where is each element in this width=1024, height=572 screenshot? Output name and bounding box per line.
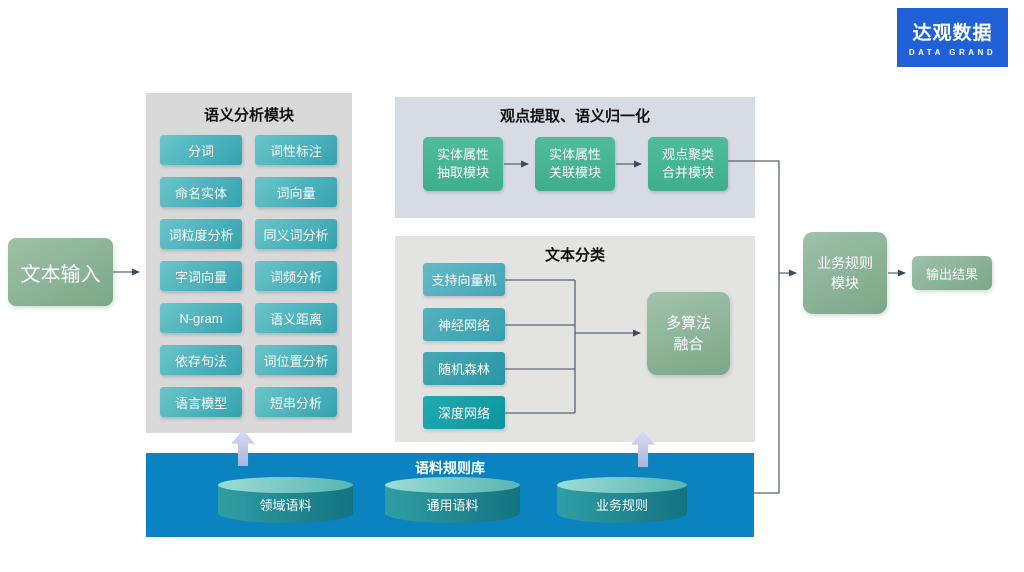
cylinder-top [385,477,520,493]
semantic-item: 语义距离 [255,303,337,333]
semantic-item: 命名实体 [160,177,242,207]
corpus-cylinder-business-rules: 业务规则 [557,477,687,523]
semantic-item: 分词 [160,135,242,165]
cylinder-top [557,477,687,493]
classification-panel-title: 文本分类 [544,247,605,264]
semantic-item: 词频分析 [255,261,337,291]
step-label-line: 关联模块 [548,165,601,180]
step-label-line: 抽取模块 [436,165,489,180]
semantic-item: N-gram [160,303,242,333]
algorithm-item: 深度网络 [423,396,505,429]
semantic-item: 同义词分析 [255,219,337,249]
multi-algorithm-fusion-node: 多算法 融合 [647,292,730,375]
fusion-label-line: 融合 [673,335,704,353]
cylinder-label: 业务规则 [595,498,648,513]
algorithm-item: 支持向量机 [423,263,505,296]
step-label-line: 实体属性 [548,147,601,163]
cylinder-label: 领域语料 [259,498,312,513]
semantic-item: 短串分析 [255,387,337,417]
business-rule-module-node: 业务规则 模块 [803,232,887,314]
corpus-cylinder-domain: 领域语料 [218,477,353,523]
text-classification-panel: 文本分类 支持向量机 神经网络 随机森林 深度网络 多算法 融合 [395,236,755,442]
fusion-label-line: 多算法 [665,314,711,332]
output-label: 输出结果 [925,266,978,282]
semantic-item-grid: 分词 词性标注 命名实体 词向量 词粒度分析 同义词分析 字词向量 词频分析 N… [160,135,337,417]
output-result-node: 输出结果 [912,256,992,290]
semantic-item: 词位置分析 [255,345,337,375]
algorithm-item: 神经网络 [423,308,505,341]
opinion-panel-title: 观点提取、语义归一化 [499,108,650,125]
semantic-item: 词性标注 [255,135,337,165]
semantic-item: 字词向量 [160,261,242,291]
text-input-node: 文本输入 [8,238,113,306]
semantic-item: 语言模型 [160,387,242,417]
corpus-bar-title: 语料规则库 [415,460,485,476]
cylinder-top [218,477,353,493]
logo-title: 达观数据 [912,23,993,44]
step-label-line: 合并模块 [661,165,714,180]
rule-module-label-line: 模块 [831,275,859,291]
rule-module-label-line: 业务规则 [817,254,873,271]
semantic-item: 词向量 [255,177,337,207]
opinion-extraction-panel: 观点提取、语义归一化 实体属性 抽取模块 实体属性 关联模块 观点聚类 合并模块 [395,97,755,218]
corpus-rule-base-bar: 语料规则库 领域语料 通用语料 业务规则 [146,453,754,537]
opinion-step-extract: 实体属性 抽取模块 [423,137,503,191]
corpus-cylinder-general: 通用语料 [385,477,520,523]
semantic-analysis-panel: 语义分析模块 分词 词性标注 命名实体 词向量 词粒度分析 同义词分析 字词向量… [146,93,352,433]
logo-subtitle: DATA GRAND [908,48,997,57]
cylinder-label: 通用语料 [426,498,479,513]
step-label-line: 实体属性 [436,147,489,163]
algorithm-item: 随机森林 [423,352,505,385]
step-label-line: 观点聚类 [661,147,714,163]
text-input-label: 文本输入 [20,263,101,286]
opinion-step-relate: 实体属性 关联模块 [535,137,615,191]
opinion-step-cluster: 观点聚类 合并模块 [648,137,728,191]
datagrand-logo: 达观数据 DATA GRAND [897,8,1008,67]
semantic-item: 词粒度分析 [160,219,242,249]
semantic-panel-title: 语义分析模块 [203,107,294,124]
semantic-item: 依存句法 [160,345,242,375]
